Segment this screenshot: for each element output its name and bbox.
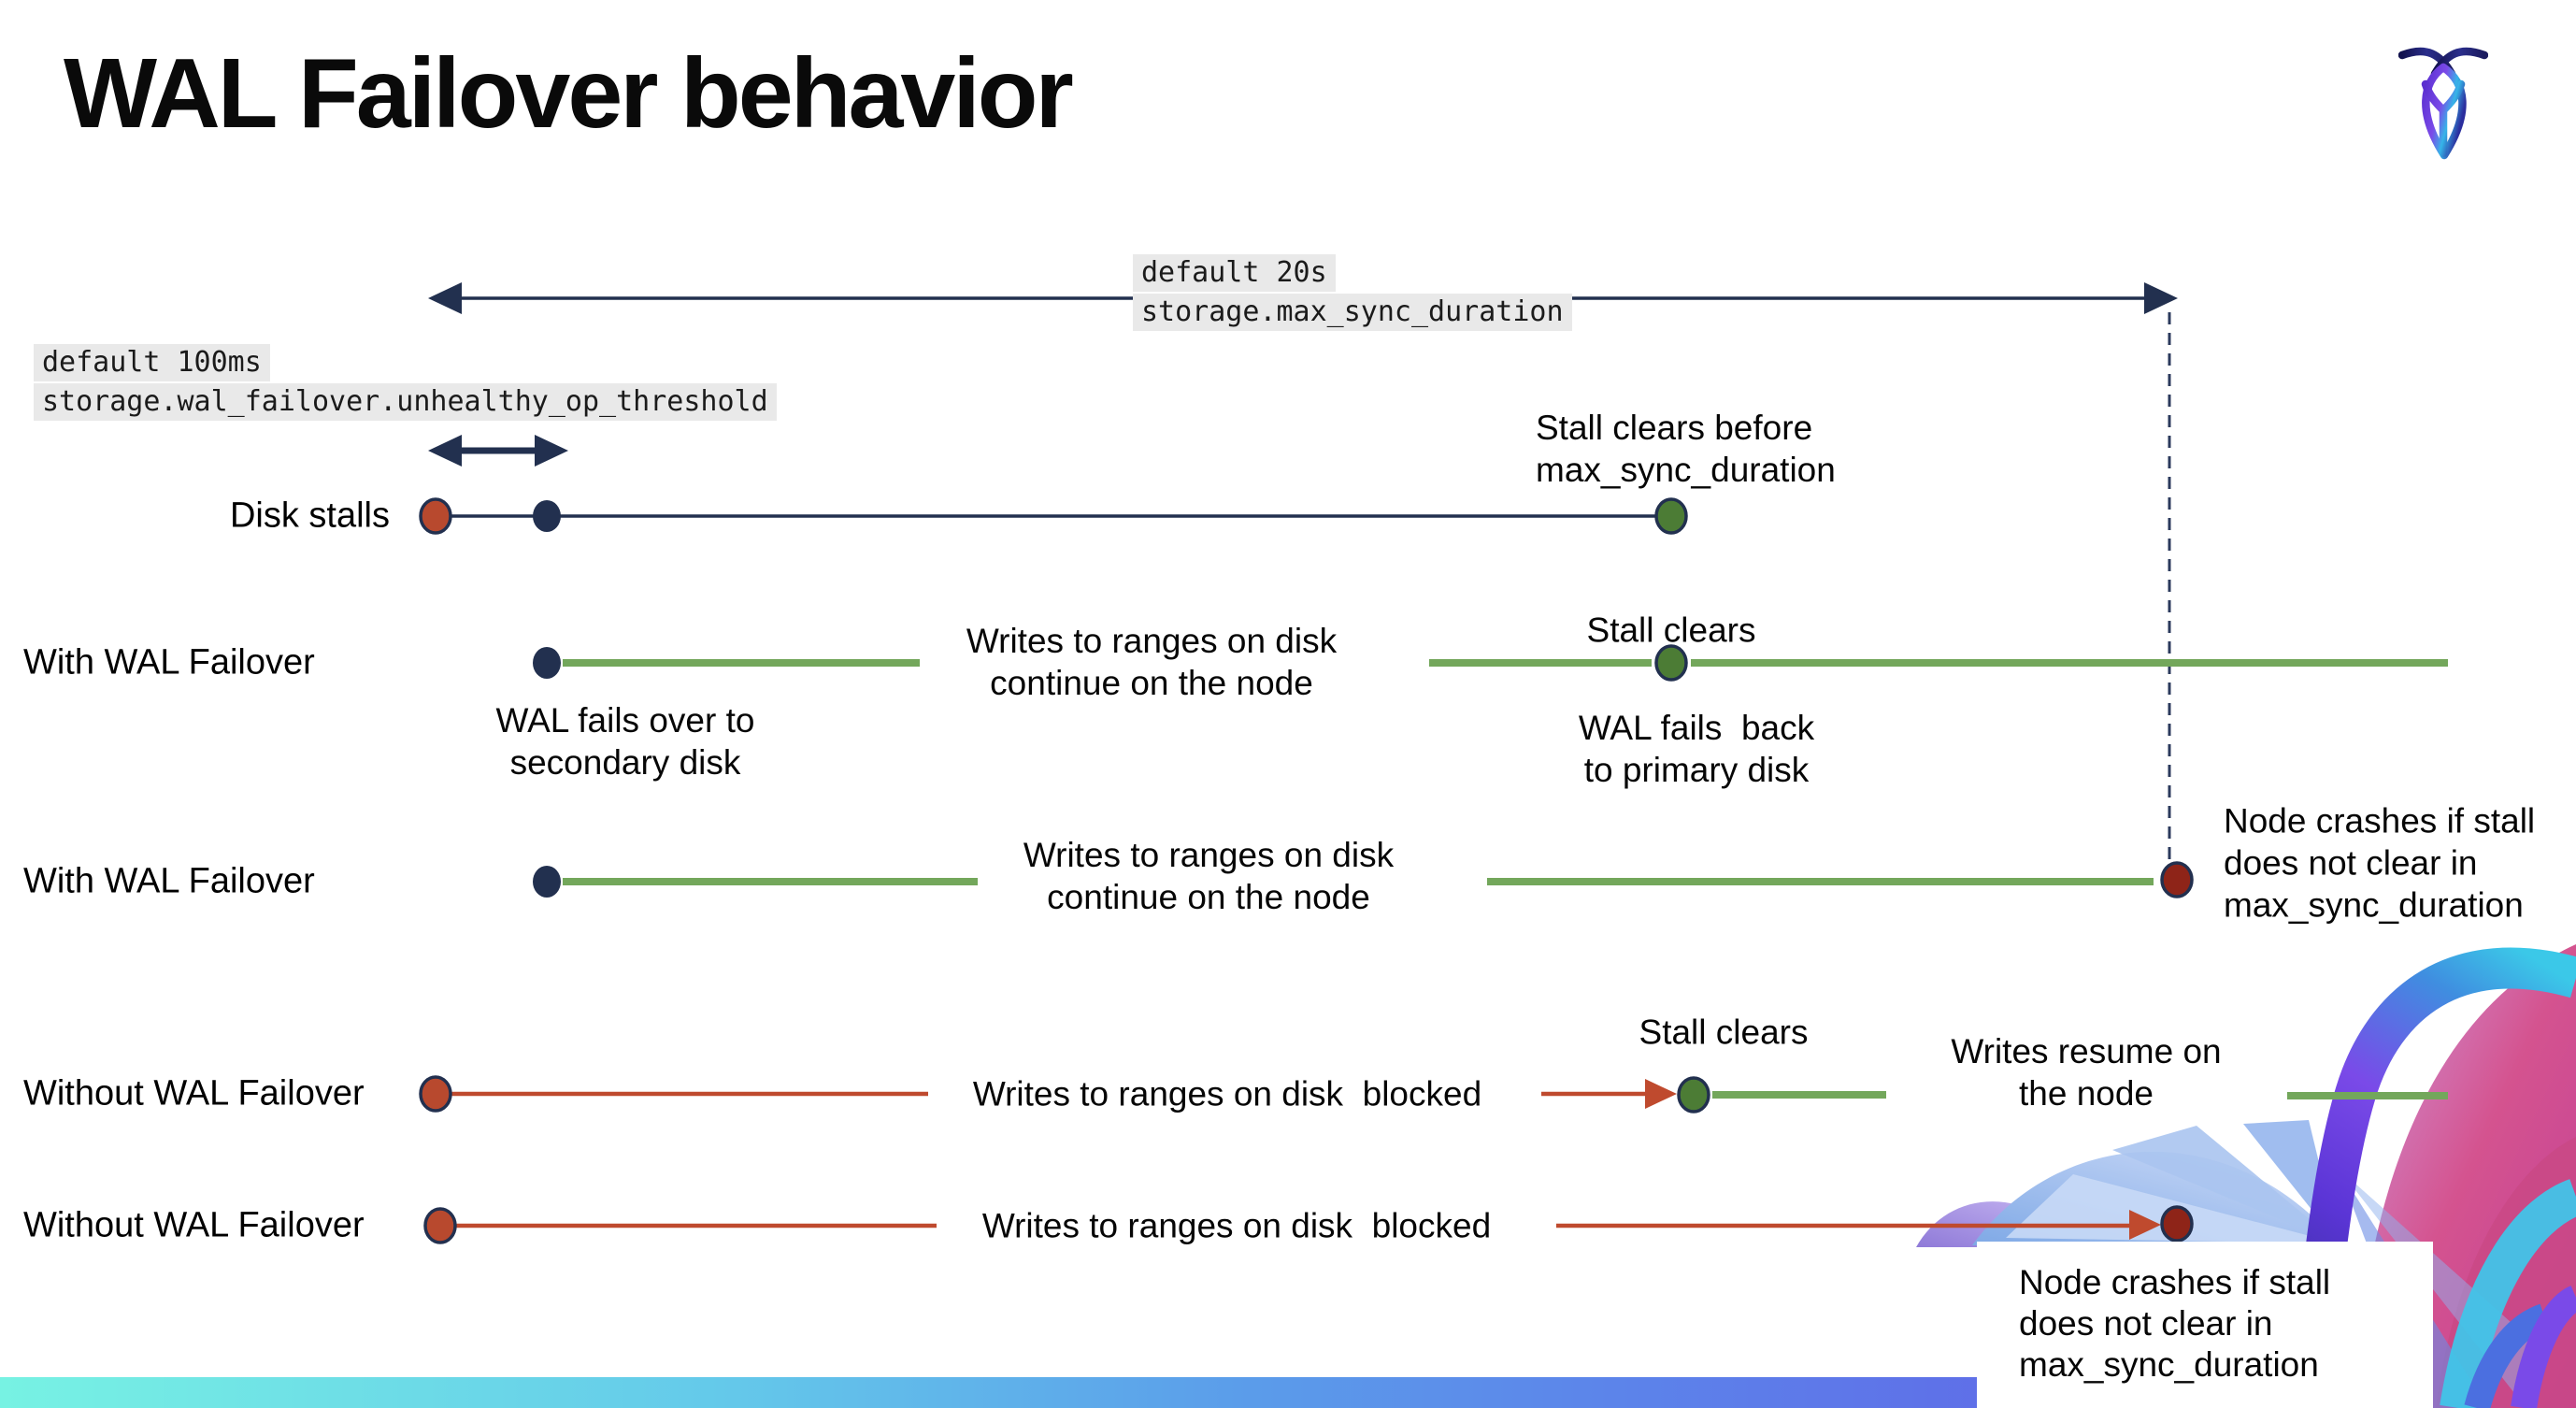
art-cyan-arch-band (2440, 1179, 2576, 1408)
note-stall-clears-before: Stall clears before max_sync_duration (1536, 409, 1836, 489)
note-wal-fails-over: WAL fails over to secondary disk (495, 701, 755, 782)
stall-clears-dot (1654, 497, 1688, 535)
row-label-without-wal-failover-2: Without WAL Failover (23, 1205, 365, 1245)
note-nowal2-writes-blocked: Writes to ranges on disk blocked (981, 1206, 1492, 1245)
note-wal-fails-back: WAL fails back to primary disk (1578, 709, 1815, 789)
threshold-reached-dot (533, 500, 561, 532)
disk-stall-start-dot (419, 497, 452, 535)
row-label-without-wal-failover-1: Without WAL Failover (23, 1073, 365, 1113)
art-blue-ray-2 (2339, 1169, 2546, 1393)
note-wal2-writes-continue: Writes to ranges on disk continue on the… (1023, 836, 1395, 916)
wal2-failover-dot (533, 866, 561, 898)
page-title: WAL Failover behavior (64, 38, 1074, 149)
nowal2-red-arrow-head-icon (2129, 1210, 2161, 1240)
cockroachdb-logo-icon (2398, 47, 2488, 160)
note-wal1-writes-continue: Writes to ranges on disk continue on the… (966, 622, 1338, 702)
threshold-arrow-head-right-icon (535, 435, 568, 467)
threshold-arrow-head-left-icon (428, 435, 462, 467)
art-violet-arch-leg (2511, 1286, 2576, 1408)
max-sync-duration-setting-label: storage.max_sync_duration (1133, 294, 1572, 331)
art-blue-arch-leg (2464, 1303, 2550, 1408)
row-label-with-wal-failover-2: With WAL Failover (23, 861, 315, 901)
wal1-stall-clears-dot (1654, 644, 1688, 682)
logo-wing-veins (2421, 79, 2466, 158)
arrow-head-left-icon (428, 282, 462, 314)
row-label-with-wal-failover-1: With WAL Failover (23, 642, 315, 682)
nowal2-crash-dot (2160, 1205, 2194, 1243)
note-wal1-stall-clears: Stall clears (1586, 611, 1756, 650)
unhealthy-op-threshold-setting-label: storage.wal_failover.unhealthy_op_thresh… (34, 383, 777, 421)
arrow-head-right-icon (2144, 282, 2178, 314)
note-nowal2-node-crashes: Node crashes if stall does not clear in … (2019, 1263, 2331, 1384)
note-writes-resume: Writes resume on the node (1951, 1032, 2222, 1113)
note-nowal1-stall-clears: Stall clears (1639, 1013, 1809, 1052)
nowal1-stall-clears-dot (1677, 1076, 1710, 1113)
unhealthy-op-threshold-default-label: default 100ms (34, 344, 270, 381)
note-wal2-node-crashes: Node crashes if stall does not clear in … (2224, 801, 2536, 925)
nowal2-stall-dot (423, 1207, 457, 1244)
crash-callout-box: Node crashes if stall does not clear in … (1977, 1242, 2433, 1408)
nowal1-red-arrow-head-icon (1645, 1079, 1677, 1109)
wal2-crash-dot (2160, 861, 2194, 898)
art-fan-wedge-2 (2112, 1126, 2339, 1243)
wal1-failover-dot (533, 647, 561, 679)
max-sync-duration-default-label: default 20s (1133, 254, 1336, 292)
nowal1-stall-dot (419, 1075, 452, 1113)
row-label-disk-stalls: Disk stalls (229, 496, 390, 536)
note-nowal1-writes-blocked: Writes to ranges on disk blocked (972, 1074, 1482, 1113)
